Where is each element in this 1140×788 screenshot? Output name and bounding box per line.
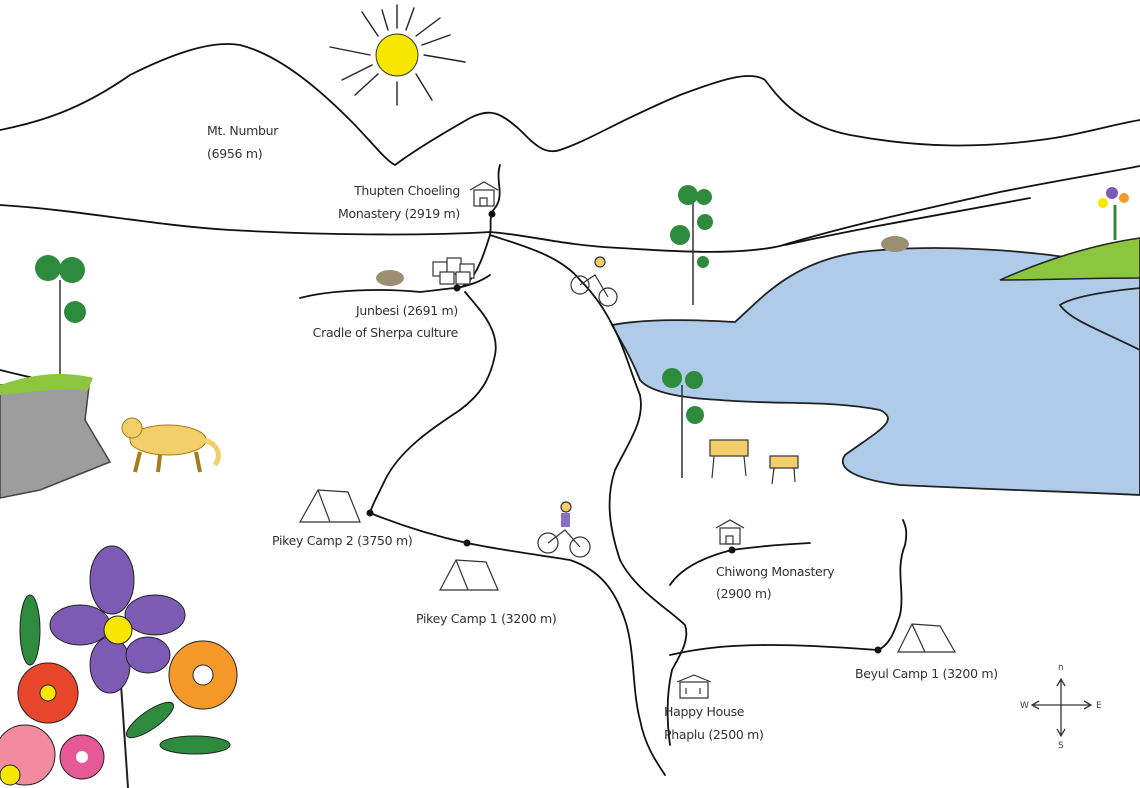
trail <box>669 519 908 656</box>
leopard-icon <box>121 417 221 473</box>
cliff <box>0 374 112 499</box>
compass-icon: n E S W <box>1020 663 1102 751</box>
label-beyul-camp-1: Beyul Camp 1 (3200 m) <box>855 666 998 681</box>
leaf <box>19 594 41 666</box>
river <box>489 234 688 746</box>
compass-north: n <box>1058 663 1064 673</box>
flower-purple <box>49 545 186 788</box>
tent-icon <box>439 559 499 591</box>
house-icon <box>676 674 712 699</box>
label-chiwong-alt: (2900 m) <box>716 586 771 601</box>
label-thupten-alt: Monastery (2919 m) <box>338 206 460 221</box>
flower-pink <box>0 724 105 786</box>
trail <box>299 274 491 299</box>
waypoint-markers <box>366 210 882 654</box>
label-mt-numbur: Mt. Numbur <box>207 123 279 138</box>
label-happy-house-alt: Phaplu (2500 m) <box>664 727 764 742</box>
compass-south: S <box>1058 741 1064 751</box>
cyclist-icon <box>537 501 591 558</box>
tree-icon <box>35 255 86 380</box>
tree-icon <box>670 185 713 305</box>
monastery-icon <box>469 181 499 207</box>
village-icon <box>432 257 475 285</box>
flower-small <box>1098 187 1129 240</box>
label-junbesi-desc: Cradle of Sherpa culture <box>313 325 459 340</box>
label-pikey-camp-1: Pikey Camp 1 (3200 m) <box>416 611 556 626</box>
flower-orange <box>168 640 238 710</box>
trail <box>369 512 666 776</box>
label-chiwong: Chiwong Monastery <box>716 564 835 579</box>
cyclist-icon <box>570 256 618 307</box>
compass-west: W <box>1020 701 1029 711</box>
label-happy-house: Happy House <box>664 704 745 719</box>
label-junbesi: Junbesi (2691 m) <box>355 303 458 318</box>
leaf <box>159 735 231 755</box>
horizon-line <box>0 165 1140 253</box>
mountain-ridge <box>0 43 1140 166</box>
label-mt-numbur-alt: (6956 m) <box>207 146 262 161</box>
flower-red <box>17 662 79 724</box>
compass-east: E <box>1096 701 1102 711</box>
leaf <box>125 701 175 739</box>
tent-icon <box>897 623 957 653</box>
trail <box>369 291 497 514</box>
label-pikey-camp-2: Pikey Camp 2 (3750 m) <box>272 533 412 548</box>
label-thupten: Thupten Choeling <box>353 183 460 198</box>
yak-icon <box>376 270 404 286</box>
deer-icon <box>709 439 799 485</box>
monastery-icon <box>715 519 745 545</box>
grass-hill <box>999 237 1140 281</box>
sun-icon <box>329 4 466 106</box>
tree-icon <box>662 368 704 478</box>
tent-icon <box>298 489 361 523</box>
yak-icon <box>881 236 909 252</box>
